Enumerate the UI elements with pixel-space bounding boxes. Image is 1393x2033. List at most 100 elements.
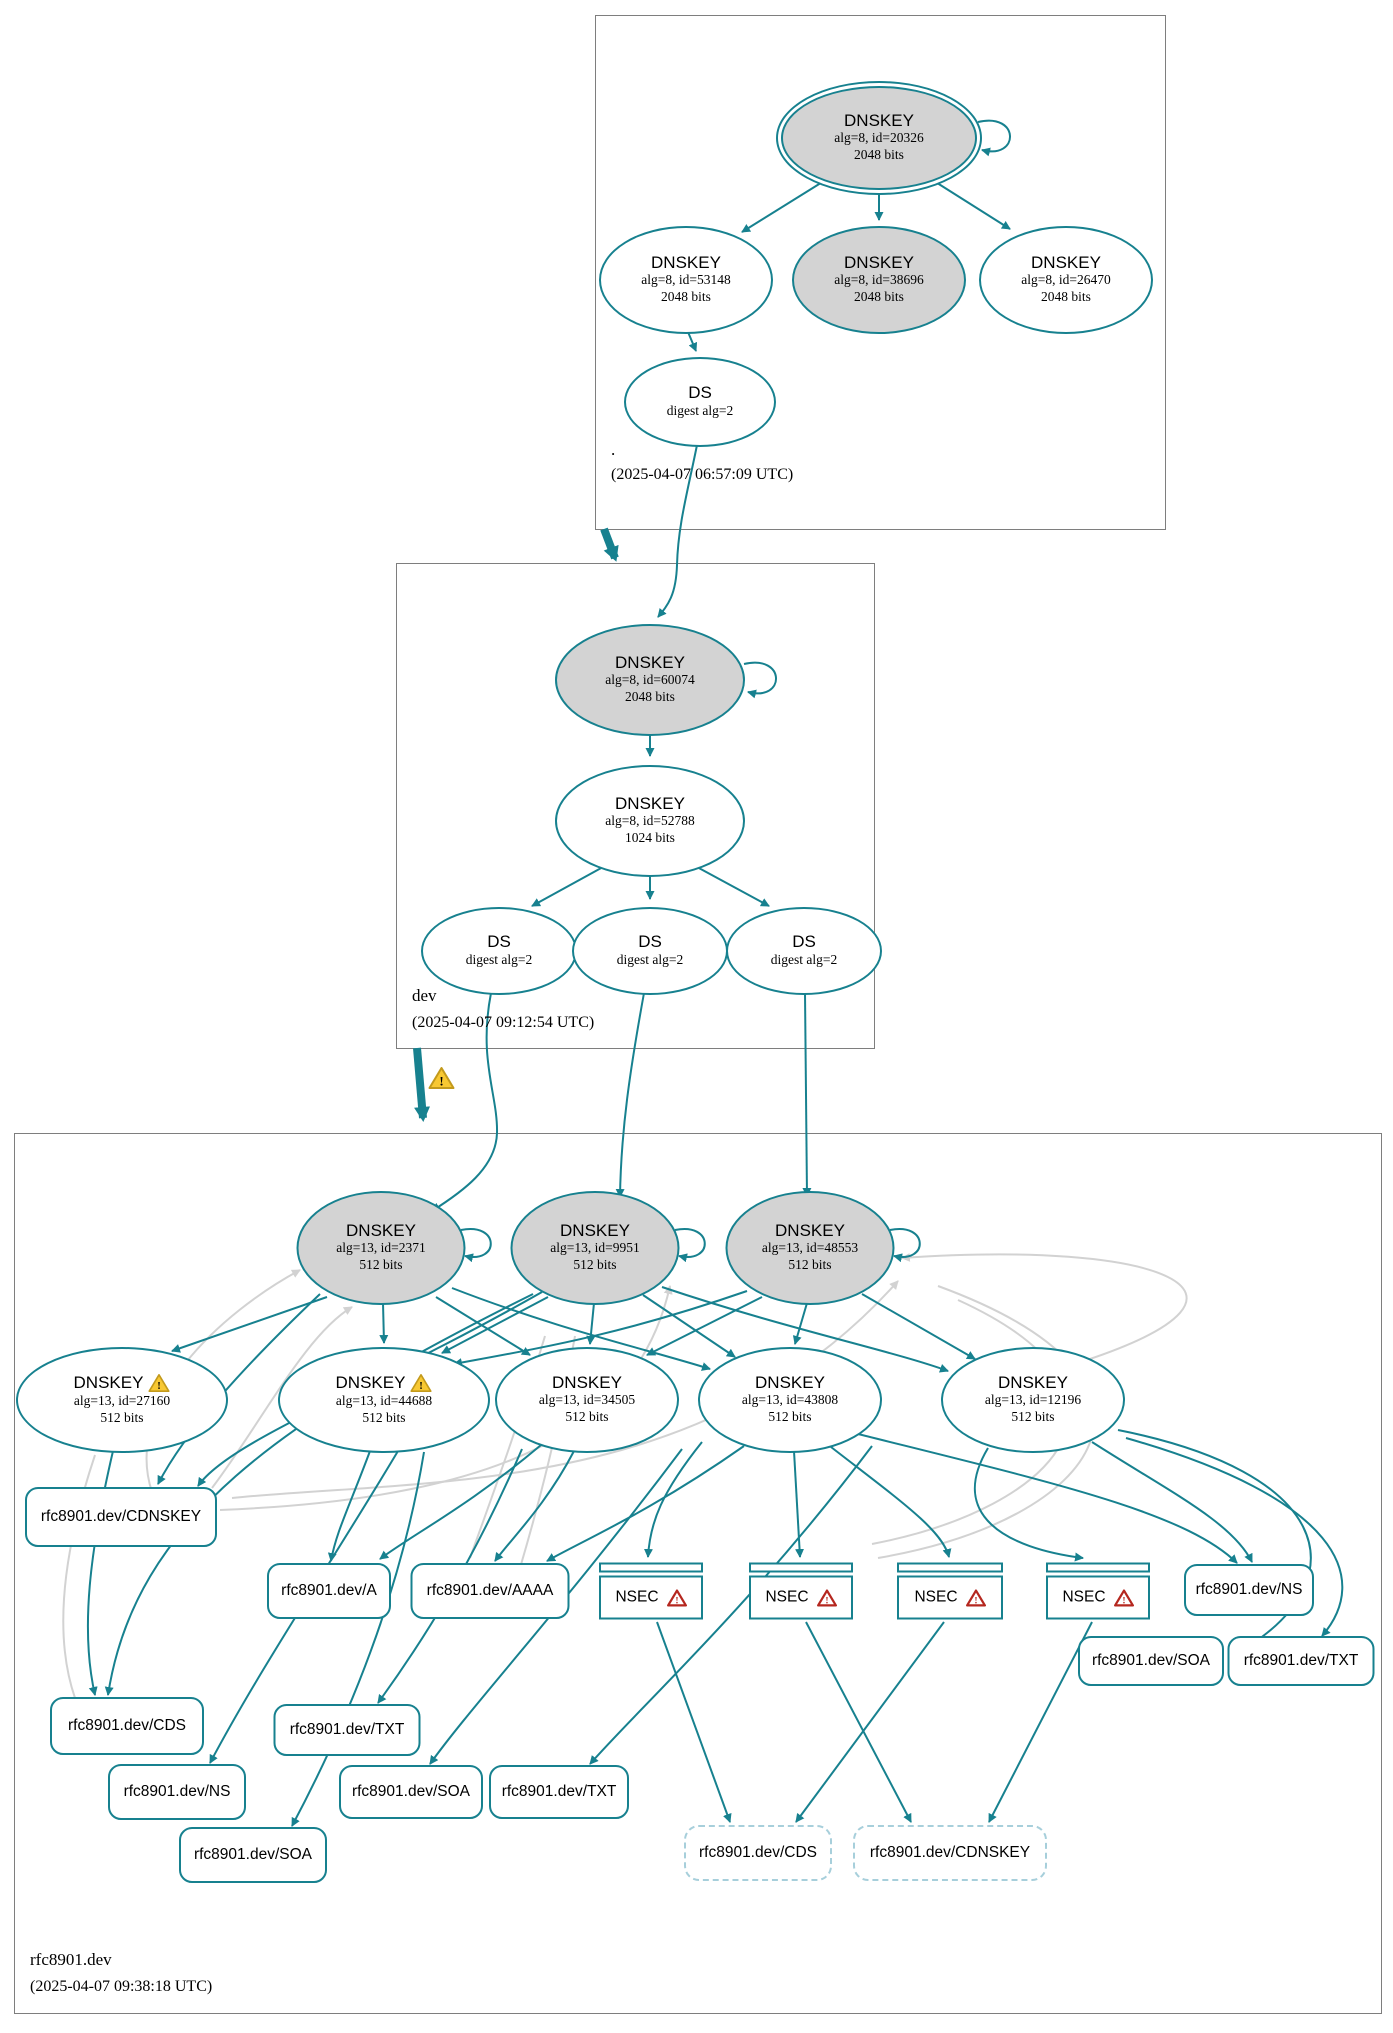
dnskey-root-38696[interactable]: DNSKEY alg=8, id=38696 2048 bits [792, 226, 966, 334]
dnskey-bits: 2048 bits [854, 147, 904, 163]
ds-dev-3[interactable]: DS digest alg=2 [726, 907, 882, 995]
dnskey-alg: alg=8, id=26470 [1021, 272, 1111, 288]
error-icon: ! [1113, 1588, 1134, 1606]
ds-title: DS [487, 932, 511, 952]
zone-label-rfc8901: rfc8901.dev [30, 1950, 112, 1969]
dnskey-title: DNSKEY [615, 793, 685, 813]
error-icon: ! [816, 1588, 837, 1606]
rrset-soa-right[interactable]: rfc8901.dev/SOA [1078, 1636, 1224, 1686]
rrset-label: rfc8901.dev/TXT [289, 1721, 405, 1738]
rrset-txt-right[interactable]: rfc8901.dev/TXT [1227, 1636, 1375, 1686]
dnskey-root-20326[interactable]: DNSKEY alg=8, id=20326 2048 bits [781, 86, 977, 190]
rrset-label: rfc8901.dev/TXT [501, 1783, 617, 1800]
nsec-label: NSEC [1062, 1588, 1106, 1606]
ds-alg: digest alg=2 [465, 951, 533, 967]
dnskey-root-26470[interactable]: DNSKEY alg=8, id=26470 2048 bits [979, 226, 1153, 334]
delegation-warning-icon: ! [428, 1066, 455, 1095]
dnskey-alg: alg=13, id=12196 [984, 1392, 1082, 1408]
rrset-cds-pending[interactable]: rfc8901.dev/CDS [684, 1825, 832, 1881]
dnskey-title: DNSKEY [844, 110, 914, 130]
rrset-label: rfc8901.dev/SOA [193, 1846, 313, 1863]
rrset-label: rfc8901.dev/SOA [1091, 1652, 1211, 1669]
dnskey-root-53148[interactable]: DNSKEY alg=8, id=53148 2048 bits [599, 226, 773, 334]
rrset-cdnskey-pending[interactable]: rfc8901.dev/CDNSKEY [853, 1825, 1047, 1881]
dnskey-rfc-43808[interactable]: DNSKEY alg=13, id=43808 512 bits [698, 1347, 882, 1453]
dnskey-dev-52788[interactable]: DNSKEY alg=8, id=52788 1024 bits [555, 765, 745, 877]
rrset-txt-mid[interactable]: rfc8901.dev/TXT [273, 1704, 421, 1756]
dnskey-rfc-27160[interactable]: DNSKEY ! alg=13, id=27160 512 bits [16, 1347, 228, 1453]
rrset-ns-left[interactable]: rfc8901.dev/NS [108, 1764, 246, 1820]
zone-box-root [595, 15, 1166, 530]
rrset-soa-mid[interactable]: rfc8901.dev/SOA [339, 1765, 483, 1819]
dnskey-alg: alg=13, id=43808 [741, 1392, 839, 1408]
rrset-label: rfc8901.dev/SOA [351, 1783, 471, 1800]
dnskey-bits: 2048 bits [661, 289, 711, 305]
ds-dev-2[interactable]: DS digest alg=2 [572, 907, 728, 995]
dnskey-bits: 2048 bits [854, 289, 904, 305]
dnskey-bits: 512 bits [359, 1257, 403, 1273]
zone-box-dev [396, 563, 875, 1049]
zone-box-rfc8901 [14, 1133, 1382, 2014]
dnskey-rfc-48553[interactable]: DNSKEY alg=13, id=48553 512 bits [725, 1191, 895, 1305]
rrset-label: rfc8901.dev/NS [123, 1783, 231, 1800]
error-icon: ! [965, 1588, 986, 1606]
nsec-node-4[interactable]: NSEC ! [1046, 1562, 1150, 1620]
dnskey-dev-60074[interactable]: DNSKEY alg=8, id=60074 2048 bits [555, 624, 745, 736]
dnskey-title: DNSKEY [615, 652, 685, 672]
dnskey-title: DNSKEY [844, 252, 914, 272]
dnskey-title: DNSKEY [775, 1220, 845, 1240]
rrset-ns-right[interactable]: rfc8901.dev/NS [1184, 1564, 1314, 1616]
dnskey-bits: 2048 bits [625, 689, 675, 705]
svg-text:!: ! [420, 1381, 424, 1392]
dnskey-bits: 2048 bits [1041, 289, 1091, 305]
ds-dev-1[interactable]: DS digest alg=2 [421, 907, 577, 995]
error-icon: ! [666, 1588, 687, 1606]
dnskey-bits: 512 bits [100, 1410, 144, 1425]
ds-root[interactable]: DS digest alg=2 [624, 357, 776, 447]
rrset-cdnskey[interactable]: rfc8901.dev/CDNSKEY [25, 1487, 217, 1547]
svg-text:!: ! [1122, 1595, 1125, 1606]
rrset-soa-left[interactable]: rfc8901.dev/SOA [179, 1827, 327, 1883]
ds-alg: digest alg=2 [770, 951, 838, 967]
ds-alg: digest alg=2 [616, 951, 684, 967]
dnskey-bits: 1024 bits [625, 830, 675, 846]
dnskey-bits: 512 bits [788, 1257, 832, 1273]
nsec-top-bar [1046, 1562, 1150, 1573]
dnskey-title: DNSKEY [560, 1220, 630, 1240]
rrset-label: rfc8901.dev/TXT [1243, 1652, 1359, 1669]
dnskey-alg: alg=13, id=44688 [335, 1393, 433, 1409]
nsec-node-3[interactable]: NSEC ! [897, 1562, 1003, 1620]
dnskey-alg: alg=13, id=2371 [336, 1240, 426, 1256]
rrset-aaaa[interactable]: rfc8901.dev/AAAA [410, 1563, 570, 1619]
rrset-label: rfc8901.dev/NS [1195, 1581, 1303, 1598]
dnskey-rfc-44688[interactable]: DNSKEY ! alg=13, id=44688 512 bits [278, 1347, 490, 1453]
zone-label-root: . [611, 440, 616, 459]
dnskey-rfc-12196[interactable]: DNSKEY alg=13, id=12196 512 bits [941, 1347, 1125, 1453]
rrset-label: rfc8901.dev/CDNSKEY [869, 1844, 1031, 1861]
rrset-label: rfc8901.dev/CDS [698, 1844, 818, 1861]
dnskey-bits: 512 bits [565, 1409, 609, 1425]
rrset-label: rfc8901.dev/CDS [67, 1717, 187, 1734]
dnskey-rfc-9951[interactable]: DNSKEY alg=13, id=9951 512 bits [510, 1191, 680, 1305]
dnskey-alg: alg=13, id=48553 [761, 1240, 859, 1256]
rrset-a[interactable]: rfc8901.dev/A [267, 1563, 391, 1619]
ds-alg: digest alg=2 [666, 402, 734, 418]
dnskey-alg: alg=8, id=60074 [605, 672, 695, 688]
dnskey-rfc-34505[interactable]: DNSKEY alg=13, id=34505 512 bits [495, 1347, 679, 1453]
dnskey-title: DNSKEY [552, 1372, 622, 1392]
dnskey-rfc-2371[interactable]: DNSKEY alg=13, id=2371 512 bits [296, 1191, 466, 1305]
rrset-cds[interactable]: rfc8901.dev/CDS [50, 1697, 204, 1755]
zone-timestamp-dev: (2025-04-07 09:12:54 UTC) [412, 1014, 595, 1031]
nsec-node-2[interactable]: NSEC ! [749, 1562, 853, 1620]
dnskey-bits: 512 bits [573, 1257, 617, 1273]
zone-label-dev: dev [412, 986, 437, 1005]
rrset-label: rfc8901.dev/A [281, 1582, 377, 1599]
rrset-txt-mid2[interactable]: rfc8901.dev/TXT [489, 1765, 629, 1819]
nsec-node-1[interactable]: NSEC ! [599, 1562, 703, 1620]
zone-timestamp-rfc8901: (2025-04-07 09:38:18 UTC) [30, 1978, 213, 1995]
rrset-label: rfc8901.dev/CDNSKEY [40, 1508, 202, 1525]
svg-text:!: ! [825, 1595, 828, 1606]
nsec-top-bar [599, 1562, 703, 1573]
